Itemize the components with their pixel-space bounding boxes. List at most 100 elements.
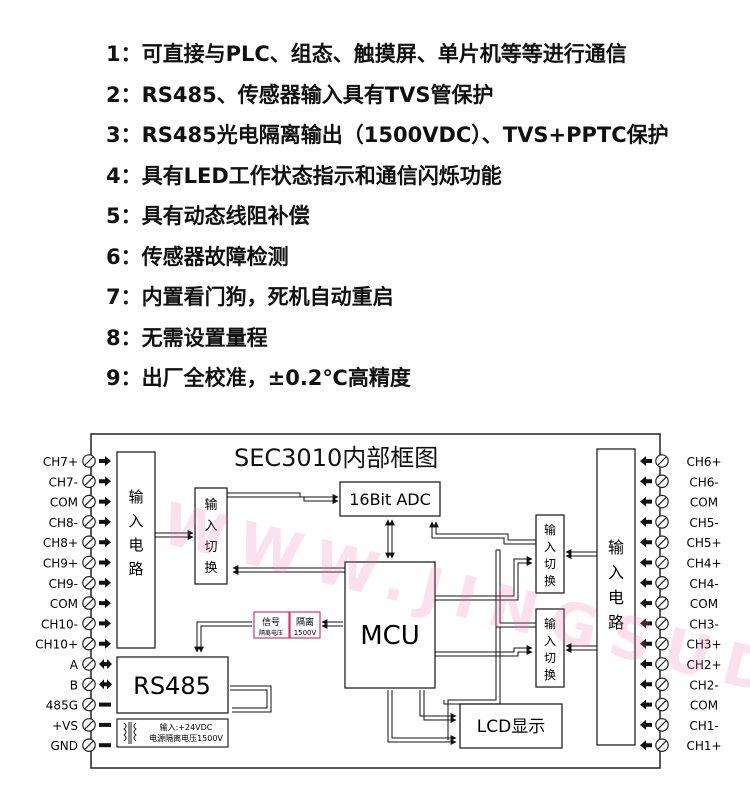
right-switch-top-char: 输 [544, 522, 556, 537]
left-terminal-label: CH9+ [43, 557, 78, 571]
right-terminal-label: CH5- [689, 516, 718, 530]
arrow-right-icon [99, 456, 111, 466]
right-switch-top-char: 换 [544, 574, 556, 588]
arrow-right-icon [99, 516, 111, 527]
right-terminal-label: COM [690, 597, 718, 611]
screw-terminal-icon [655, 515, 669, 529]
isolation-signal-sublabel: 隔离电压 [259, 629, 283, 637]
screw-terminal-icon [655, 596, 669, 610]
diagram-title: SEC3010内部框图 [234, 444, 438, 472]
arrow-right-icon [99, 557, 111, 568]
right-switch-bottom-char: 换 [544, 668, 556, 682]
left-terminal-label: 485G [46, 699, 78, 713]
feature-item: 3：RS485光电隔离输出（1500VDC）、TVS+PPTC保护 [106, 123, 669, 147]
screw-terminal-icon [82, 718, 96, 732]
left-input-switch-box [194, 487, 228, 585]
arrow-right-icon [99, 618, 111, 629]
feature-item: 9：出厂全校准，±0.2℃高精度 [106, 366, 411, 390]
arrow-left-icon [640, 618, 652, 629]
adc-label: 16Bit ADC [349, 490, 431, 509]
screw-terminal-icon [82, 454, 96, 468]
right-switch-bottom-char: 切 [544, 651, 556, 665]
power-line-icon [99, 702, 111, 707]
screw-terminal-icon [655, 575, 669, 590]
arrow-left-icon [640, 659, 652, 669]
arrow-left-icon [640, 456, 652, 466]
bidirectional-arrow-icon [99, 679, 112, 690]
left-terminal-group: CH7+CH7-COMCH8-CH8+CH9+CH9-COMCH10-CH10+… [35, 454, 112, 753]
left-input-circuit-box [116, 451, 156, 649]
feature-item: 4：具有LED工作状态指示和通信闪烁功能 [106, 163, 502, 188]
arrow-right-icon [99, 496, 111, 507]
left-input-switch-char: 入 [204, 519, 217, 534]
left-input-switch-char: 输 [204, 497, 217, 513]
arrow-left-icon [640, 699, 652, 710]
arrow-left-icon [640, 496, 652, 507]
rs485-label: RS485 [133, 672, 211, 700]
right-input-switch-top-box [535, 514, 565, 594]
right-input-circuit-char: 入 [608, 563, 624, 582]
signal-wires [155, 492, 597, 745]
rs485-box [116, 656, 229, 714]
screw-terminal-icon [82, 494, 96, 509]
arrow-right-icon [99, 577, 111, 588]
right-terminal-label: CH1+ [686, 739, 721, 753]
screw-terminal-icon [655, 677, 669, 692]
left-terminal-label: A [70, 658, 79, 672]
screw-terminal-icon [82, 636, 96, 651]
lcd-box [459, 703, 563, 749]
left-input-switch-char: 切 [204, 540, 217, 555]
isolation-voltage-label: 隔离 [296, 616, 314, 628]
left-terminal-label: B [70, 678, 78, 692]
arrow-right-icon [99, 537, 111, 548]
screw-terminal-icon [82, 677, 96, 692]
right-terminal-label: CH6- [689, 475, 718, 489]
feature-item: 1：可直接与PLC、组态、触摸屏、单片机等等进行通信 [106, 42, 627, 66]
left-terminal-label: GND [50, 739, 78, 753]
adc-box [339, 481, 441, 517]
arrow-left-icon [640, 476, 652, 487]
transformer-icon [123, 722, 137, 744]
screw-terminal-icon [82, 515, 96, 529]
left-terminal-label: CH10- [41, 617, 78, 631]
screw-terminal-icon [82, 575, 96, 590]
feature-item: 8：无需设置量程 [106, 325, 268, 350]
right-terminal-label: CH2- [689, 678, 718, 692]
left-terminal-label: CH10+ [35, 638, 78, 652]
right-input-circuit-char: 电 [608, 588, 624, 607]
power-line-icon [99, 743, 111, 748]
screw-terminal-icon [655, 535, 669, 549]
bidirectional-arrow-icon [99, 659, 112, 669]
left-input-switch-char: 换 [204, 561, 217, 576]
left-terminal-label: +VS [52, 719, 78, 733]
right-input-circuit-char: 路 [608, 613, 624, 632]
screw-terminal-icon [82, 474, 96, 489]
feature-item: 5：具有动态线阻补偿 [106, 204, 310, 228]
screw-terminal-icon [655, 636, 669, 651]
right-terminal-label: CH6+ [686, 455, 721, 469]
left-terminal-label: CH7+ [43, 455, 78, 469]
screw-terminal-icon [655, 494, 669, 509]
right-switch-top-char: 入 [544, 540, 556, 554]
right-terminal-label: CH4- [689, 577, 718, 591]
screw-terminal-icon [82, 738, 96, 752]
arrow-left-icon [640, 598, 652, 609]
screw-terminal-icon [655, 738, 669, 752]
right-terminal-label: CH4+ [686, 557, 721, 571]
feature-item: 2：RS485、传感器输入具有TVS管保护 [106, 82, 494, 107]
right-terminal-group: CH6+CH6-COMCH5-CH5+CH4+CH4-COMCH3-CH3+CH… [640, 454, 722, 753]
mcu-label: MCU [360, 621, 420, 651]
screw-terminal-icon [655, 657, 669, 671]
screw-terminal-icon [82, 535, 96, 549]
lcd-label: LCD显示 [477, 717, 545, 737]
right-terminal-label: CH2+ [686, 658, 721, 672]
feature-item: 7：内置看门狗，死机自动重启 [106, 285, 394, 309]
screw-terminal-icon [82, 657, 96, 671]
right-terminal-label: CH3+ [686, 638, 721, 652]
right-terminal-label: COM [690, 699, 718, 713]
left-terminal-label: CH7- [49, 475, 78, 489]
left-input-circuit-char: 输 [128, 488, 143, 506]
arrow-left-icon [640, 679, 652, 690]
right-switch-bottom-char: 输 [544, 616, 556, 631]
